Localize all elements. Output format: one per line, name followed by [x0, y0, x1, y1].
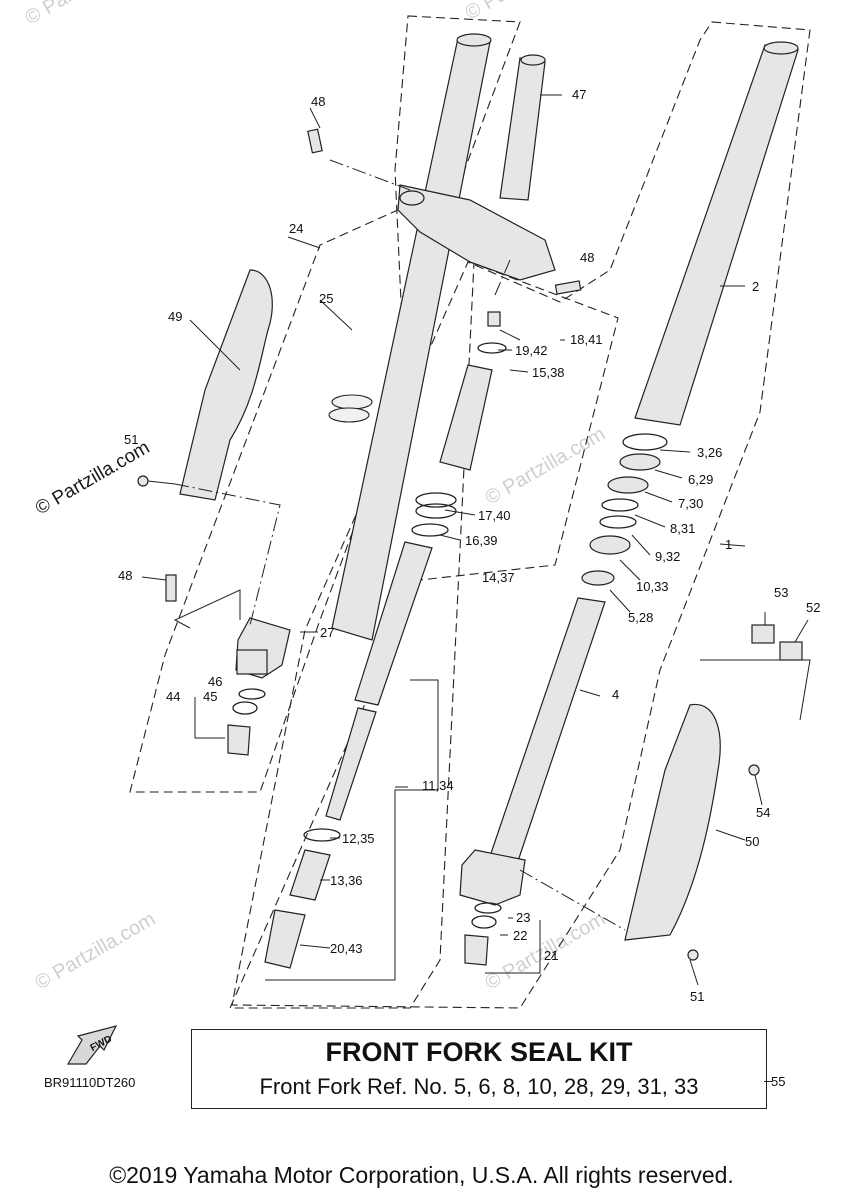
bolt	[307, 128, 323, 154]
copyright-notice: ©2019 Yamaha Motor Corporation, U.S.A. A…	[109, 1162, 734, 1188]
callout-label: 2	[752, 279, 759, 294]
callout-label: 8,31	[670, 521, 695, 536]
right-fork-group-outline	[231, 21, 811, 1009]
callout-label: 46	[208, 674, 222, 689]
callout-label: 12,35	[342, 831, 375, 846]
callout-label: 49	[168, 309, 182, 324]
callout-labels: 1 2 3,26 4 5,28 6,29 7,30 8,31 9,32 10,3…	[118, 87, 820, 1004]
watermark: © Partzilla.com	[462, 0, 590, 24]
callout-label: 53	[774, 585, 788, 600]
centerline	[494, 259, 511, 296]
callout-label: 9,32	[655, 549, 680, 564]
callout-label: 45	[203, 689, 217, 704]
callout-label: 3,26	[697, 445, 722, 460]
callout-label: 7,30	[678, 496, 703, 511]
clips	[687, 624, 803, 961]
callout-label: 17,40	[478, 508, 511, 523]
callout-label: 11,34	[422, 778, 454, 793]
left-outer-tube	[328, 33, 492, 641]
steering-stem-clamp	[397, 54, 556, 281]
watermark: © Partzilla.com	[482, 423, 610, 509]
callout-label: 22	[513, 928, 527, 943]
watermark: © Partzilla.com	[32, 908, 160, 994]
seal-kit-refs: Front Fork Ref. No. 5, 6, 8, 10, 28, 29,…	[259, 1074, 699, 1099]
seal-kit-leader	[764, 1081, 772, 1082]
centerline	[174, 483, 281, 626]
callout-label: 51	[690, 989, 704, 1004]
callout-label: 20,43	[330, 941, 363, 956]
callout-label: 16,39	[465, 533, 498, 548]
leader-lines	[141, 94, 811, 986]
callout-label: 54	[756, 805, 770, 820]
fork-seal-stack	[581, 433, 668, 586]
seal-kit-callout: 55	[771, 1074, 786, 1089]
cartridge-tube	[325, 541, 433, 821]
callout-label: 47	[572, 87, 586, 102]
centerline	[519, 869, 626, 931]
bolt	[165, 574, 177, 602]
callout-label: 10,33	[636, 579, 669, 594]
callout-label: 44	[166, 689, 180, 704]
spring-parts	[264, 828, 341, 969]
diagram-code: BR91110DT260	[44, 1075, 136, 1090]
damper-rod-assembly	[411, 311, 507, 537]
callout-label: 14,37	[482, 570, 515, 585]
callout-label: 18,41	[570, 332, 603, 347]
watermark-dark: © Partzilla.com	[32, 437, 153, 519]
axle-holder-parts	[464, 902, 502, 966]
left-axle-bracket	[235, 617, 291, 679]
right-fork-guard	[624, 703, 721, 941]
callout-label: 1	[725, 537, 732, 552]
left-fork-guard	[179, 269, 273, 501]
seal-kit-box: FRONT FORK SEAL KIT Front Fork Ref. No. …	[191, 1029, 767, 1109]
watermark: © Partzilla.com	[22, 0, 150, 29]
callout-label: 51	[124, 432, 138, 447]
callout-label: 24	[289, 221, 303, 236]
centerline	[329, 159, 411, 191]
callout-label: 4	[612, 687, 619, 702]
callout-label: 48	[118, 568, 132, 583]
forward-arrow-icon: FWD	[66, 1025, 118, 1065]
callout-label: 23	[516, 910, 530, 925]
callout-label: 25	[319, 291, 333, 306]
callout-label: 19,42	[515, 343, 548, 358]
right-inner-tube	[487, 597, 606, 871]
callout-label: 27	[320, 625, 334, 640]
callout-label: 48	[580, 250, 594, 265]
seal-kit-title: FRONT FORK SEAL KIT	[325, 1037, 633, 1067]
left-fork-group-outline	[129, 15, 521, 793]
callout-label: 6,29	[688, 472, 713, 487]
callout-label: 48	[311, 94, 325, 109]
axle-holder-parts	[227, 688, 266, 756]
callout-label: 52	[806, 600, 820, 615]
callout-label: 15,38	[532, 365, 565, 380]
callout-label: 50	[745, 834, 759, 849]
right-axle-bracket	[459, 849, 526, 906]
bolt	[554, 280, 582, 295]
callout-label: 13,36	[330, 873, 363, 888]
right-outer-tube	[634, 41, 799, 426]
callout-label: 21	[544, 948, 558, 963]
callout-label: 5,28	[628, 610, 653, 625]
bolt	[137, 475, 149, 487]
inner-cartridge-group-outline	[229, 261, 619, 1009]
